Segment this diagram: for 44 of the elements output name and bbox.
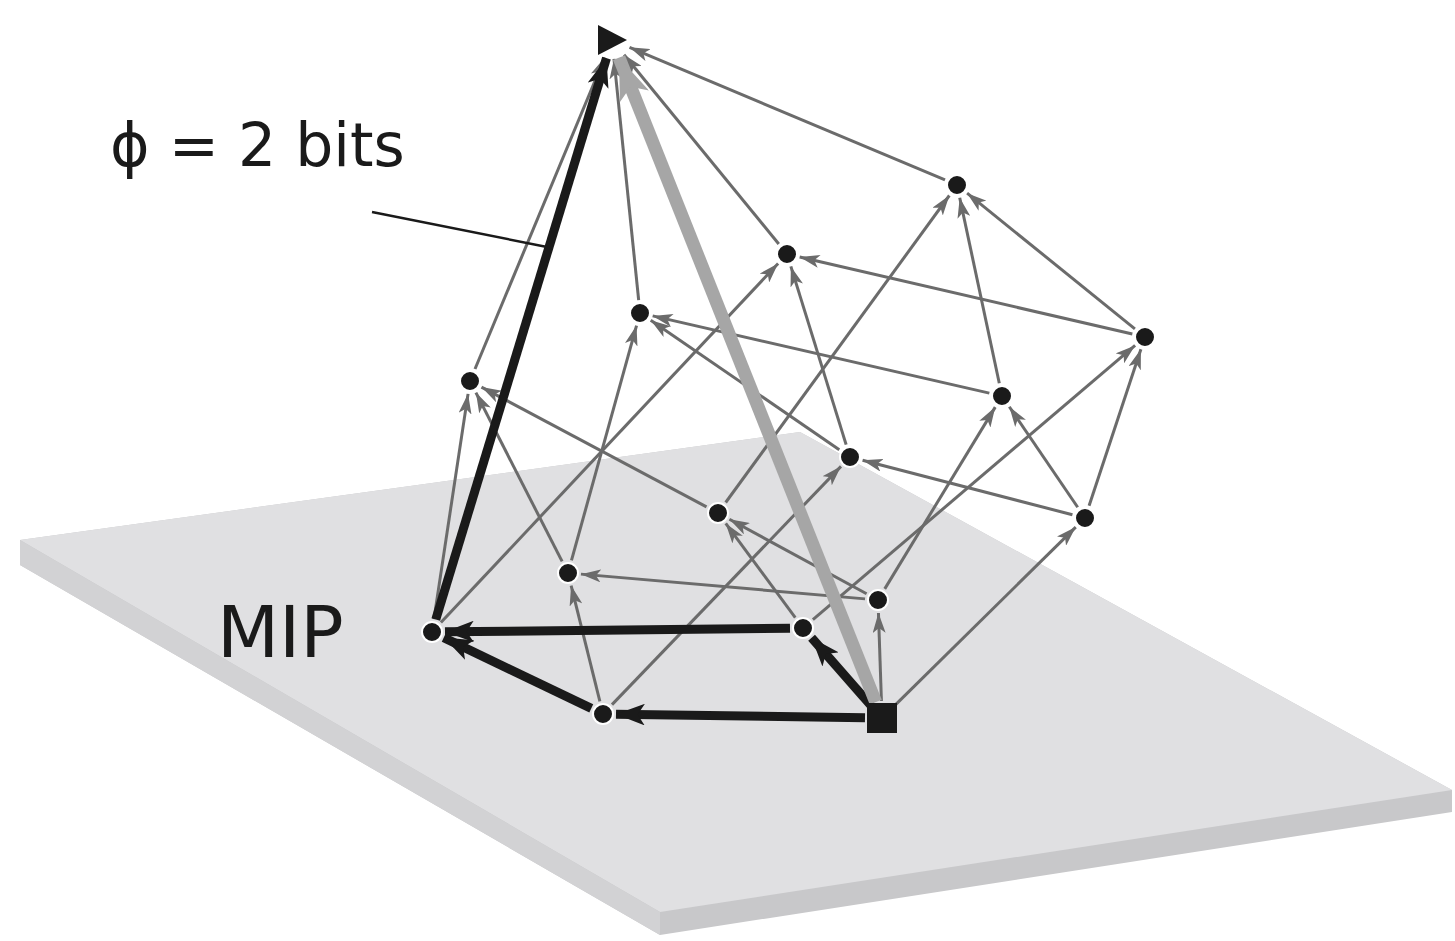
- arrow: [957, 197, 1001, 384]
- vertex-dot: [991, 385, 1013, 407]
- vertex-dot: [459, 370, 481, 392]
- arrow: [480, 385, 708, 509]
- arrow: [570, 325, 638, 561]
- arrow: [444, 620, 791, 643]
- node-label: MIP: [217, 589, 344, 676]
- vertex-dot: [629, 302, 651, 324]
- arrow: [441, 633, 594, 713]
- arrow: [649, 319, 841, 451]
- arrow: [580, 569, 866, 601]
- vertex-dot: [776, 243, 798, 265]
- arrow: [799, 255, 1133, 336]
- arrow: [1087, 348, 1143, 507]
- vertex-dot: [839, 446, 861, 468]
- arrow: [724, 522, 797, 619]
- arrow: [474, 391, 564, 563]
- arrow: [862, 458, 1073, 517]
- arrow: [613, 55, 882, 705]
- arrow: [789, 265, 848, 446]
- vertex-triangle: [595, 23, 629, 57]
- arrow: [615, 703, 866, 726]
- arrow: [569, 585, 602, 702]
- arrow: [473, 56, 607, 370]
- arrow: [966, 192, 1136, 330]
- arrow: [1008, 405, 1079, 509]
- arrow: [439, 262, 780, 624]
- annotation-text: ϕ = 2 bits: [110, 110, 405, 180]
- arrow: [724, 194, 951, 504]
- arrow: [811, 344, 1137, 621]
- vertex-dot: [1074, 507, 1096, 529]
- arrow: [883, 406, 997, 590]
- arrow: [622, 53, 780, 245]
- arrow: [431, 56, 611, 621]
- vertex-dot: [946, 174, 968, 196]
- arrow: [872, 612, 886, 702]
- arrow: [609, 58, 641, 301]
- vertex-dot: [1134, 326, 1156, 348]
- arrow: [628, 45, 946, 182]
- vertex-square: [867, 703, 897, 733]
- leader-line: [371, 210, 548, 249]
- arrow: [610, 465, 843, 706]
- arrow: [652, 314, 990, 395]
- arrow: [728, 517, 868, 596]
